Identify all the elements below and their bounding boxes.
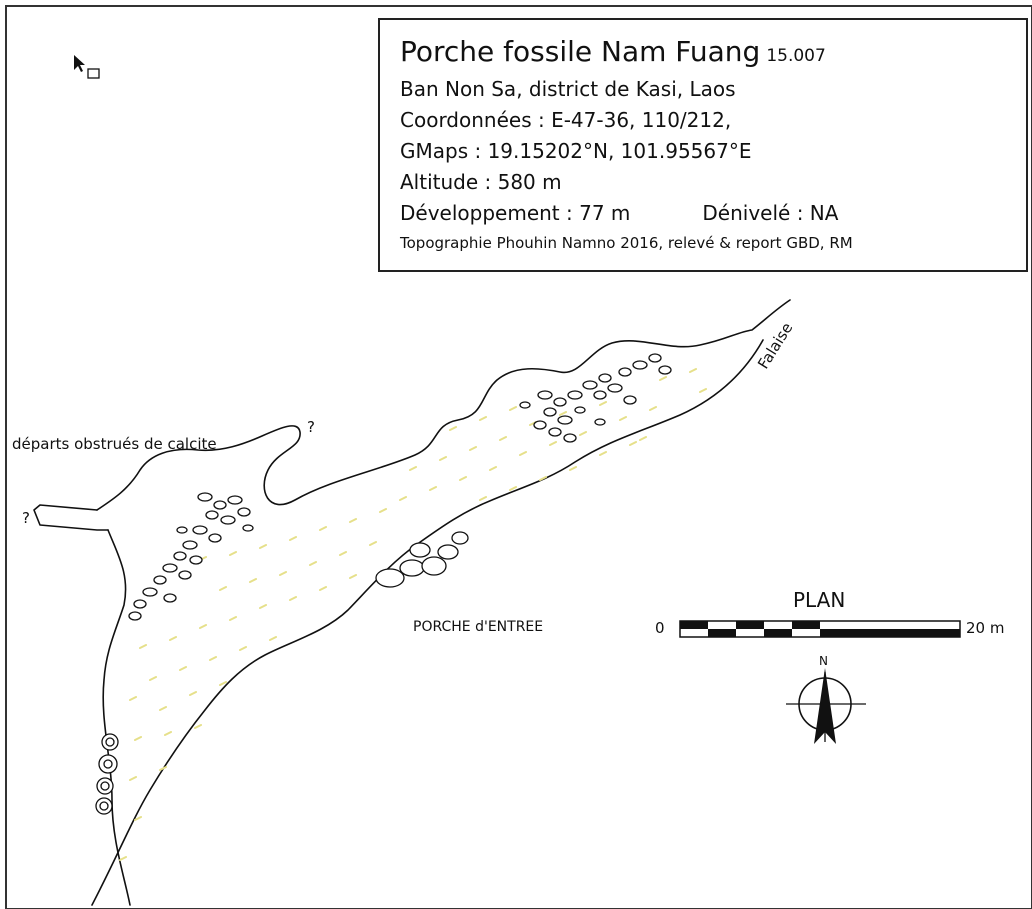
label-question-left: ? [22,509,30,527]
coordinates-line: Coordonnées : E-47-36, 110/212, [400,108,732,132]
cave-code: 15.007 [766,46,826,66]
label-question-top: ? [307,418,315,436]
scale-end: 20 m [966,619,1004,637]
rock-cluster-left [128,492,254,621]
denivele-value: Dénivelé : NA [702,201,839,225]
gmaps-line: GMaps : 19.15202°N, 101.95567°E [400,139,752,163]
development-value: Développement : 77 m [400,201,631,225]
boulders-center [375,531,469,588]
label-entrance: PORCHE d'ENTREE [413,619,543,635]
credits-line: Topographie Phouhin Namno 2016, relevé &… [400,234,853,252]
development-line: Développement : 77 m Dénivelé : NA [400,198,1026,229]
location-line: Ban Non Sa, district de Kasi, Laos [400,77,736,101]
scale-title: PLAN [793,588,845,612]
label-calcite: départs obstrués de calcite [12,435,217,453]
north-label: N [819,654,828,668]
concretion-column [95,733,119,815]
scale-bar: PLAN 0 20 m [655,588,1004,638]
rock-cluster-right [519,353,672,443]
altitude-line: Altitude : 580 m [400,170,562,194]
floor-marks [119,368,707,861]
north-arrow-icon: N [786,654,866,744]
scale-start: 0 [655,619,665,637]
page-border [5,5,1032,909]
cursor-icon [74,55,100,79]
cave-outline [33,299,791,906]
cave-title: Porche fossile Nam Fuang [400,35,761,68]
